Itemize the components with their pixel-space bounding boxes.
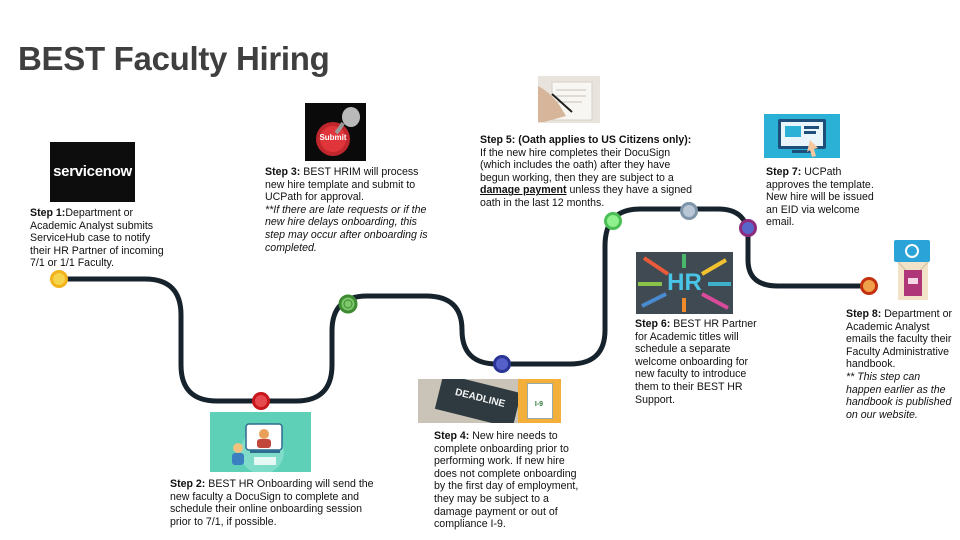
step-3-body: BEST HRIM will process new hire template… bbox=[265, 166, 419, 204]
step-5-label: Step 5: (Oath applies to US Citizens onl… bbox=[480, 134, 692, 146]
step-3-marker bbox=[338, 294, 358, 314]
video-call-illustration bbox=[210, 412, 311, 472]
step-1-marker bbox=[50, 270, 68, 288]
step-8-body: Department or Academic Analyst emails th… bbox=[846, 308, 952, 371]
step-1-label: Step 1: bbox=[30, 207, 66, 219]
step-3-text: Step 3: BEST HRIM will process new hire … bbox=[265, 166, 437, 254]
pen-icon bbox=[538, 81, 593, 122]
step-8-text: Step 8: Department or Academic Analyst e… bbox=[846, 308, 954, 421]
step-3-label: Step 3: bbox=[265, 166, 301, 178]
step-4-text: Step 4: New hire needs to complete onboa… bbox=[434, 430, 584, 531]
ucpath-computer-image bbox=[764, 114, 840, 158]
step-8-marker bbox=[860, 277, 878, 295]
i9-clipboard bbox=[527, 383, 553, 419]
step-1-text: Step 1:Department or Academic Analyst su… bbox=[30, 207, 172, 270]
servicenow-logo-text: servicenow bbox=[53, 163, 132, 180]
step-markers bbox=[50, 202, 878, 410]
computer-icon bbox=[778, 119, 826, 157]
step-7-marker bbox=[739, 219, 757, 237]
servicenow-logo: servicenow bbox=[50, 142, 135, 202]
step-7-body: UCPath approves the template. New hire w… bbox=[766, 166, 874, 229]
step-4-label: Step 4: bbox=[434, 430, 470, 442]
step-5-marker bbox=[604, 212, 622, 230]
step-8-note: ** This step can happen earlier as the h… bbox=[846, 370, 952, 421]
step-5-emphasis: damage payment bbox=[480, 184, 567, 197]
submit-icon bbox=[316, 107, 360, 156]
submit-button-image: Submit bbox=[305, 103, 366, 161]
step-2-body: BEST HR Onboarding will send the new fac… bbox=[170, 478, 374, 528]
email-icon bbox=[894, 240, 930, 300]
email-image bbox=[890, 236, 936, 302]
step-8-label: Step 8: bbox=[846, 308, 882, 320]
hr-text: HR bbox=[667, 269, 702, 296]
step-4-body: New hire needs to complete onboarding pr… bbox=[434, 430, 579, 531]
submit-label: Submit bbox=[319, 133, 347, 142]
video-call-icon bbox=[232, 423, 284, 472]
signing-image bbox=[538, 76, 600, 123]
page-title: BEST Faculty Hiring bbox=[18, 40, 330, 77]
i9-label: I-9 bbox=[534, 401, 544, 408]
step-3-marker-ring bbox=[343, 299, 353, 309]
step-5-body-a: If the new hire completes their DocuSign… bbox=[480, 146, 674, 184]
step-6-body: BEST HR Partner for Academic titles will… bbox=[635, 318, 757, 406]
step-7-label: Step 7: bbox=[766, 166, 802, 178]
step-4-marker bbox=[493, 355, 511, 373]
deadline-image: DEADLINE I-9 bbox=[418, 379, 561, 423]
step-2-marker bbox=[252, 392, 270, 410]
step-5-text: Step 5: (Oath applies to US Citizens onl… bbox=[480, 134, 700, 210]
step-1-body: Department or Academic Analyst submits S… bbox=[30, 207, 164, 270]
step-3-note: **If there are late requests or if the n… bbox=[265, 203, 428, 254]
step-6-label: Step 6: bbox=[635, 318, 671, 330]
hr-image: HR bbox=[636, 252, 733, 314]
step-2-label: Step 2: bbox=[170, 478, 206, 490]
step-6-text: Step 6: BEST HR Partner for Academic tit… bbox=[635, 318, 759, 406]
hr-arrows-icon bbox=[638, 254, 731, 312]
step-5-body-b: unless they have a signed oath in the la… bbox=[480, 184, 692, 209]
step-7-text: Step 7: UCPath approves the template. Ne… bbox=[766, 166, 886, 229]
step-2-text: Step 2: BEST HR Onboarding will send the… bbox=[170, 478, 385, 528]
step-6-marker bbox=[680, 202, 698, 220]
